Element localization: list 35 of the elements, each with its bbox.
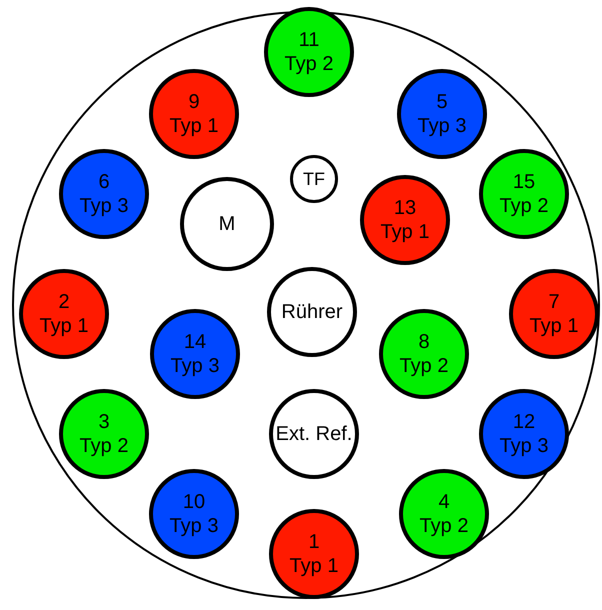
- port-number: 2: [58, 290, 70, 314]
- port-number: 3: [98, 410, 110, 434]
- type-label: Typ 3: [418, 114, 466, 138]
- type-label: Typ 1: [380, 220, 430, 244]
- type-label: Typ 2: [420, 514, 468, 538]
- port-number: 1: [308, 530, 320, 554]
- port-number: 7: [548, 290, 560, 314]
- type-label: Typ 1: [40, 314, 88, 338]
- port-circle: [290, 155, 338, 203]
- port-number: 9: [188, 90, 200, 114]
- type-label: Typ 2: [284, 52, 334, 76]
- port-label: M: [218, 212, 236, 236]
- type-label: Typ 3: [170, 514, 218, 538]
- type-label: Typ 2: [400, 354, 448, 378]
- port-number: 12: [512, 410, 536, 434]
- port-label: Ext. Ref.: [276, 422, 352, 446]
- type-label: Typ 2: [80, 434, 128, 458]
- port-number: 15: [512, 170, 536, 194]
- type-label: Typ 3: [80, 194, 128, 218]
- type-label: Typ 2: [500, 194, 548, 218]
- port-number: 4: [438, 490, 450, 514]
- port-number: 10: [182, 490, 206, 514]
- type-label: Typ 1: [530, 314, 578, 338]
- type-label: Typ 1: [290, 554, 338, 578]
- type-label: Typ 3: [500, 434, 548, 458]
- port-number: 13: [394, 196, 416, 220]
- type-label: Typ 3: [170, 354, 220, 378]
- type-label: Typ 1: [170, 114, 218, 138]
- port-number: 14: [184, 330, 206, 354]
- port-number: 11: [298, 28, 320, 52]
- port-number: 6: [98, 170, 110, 194]
- port-number: 5: [436, 90, 448, 114]
- port-label: Rührer: [281, 300, 343, 324]
- port-number: 8: [418, 330, 430, 354]
- port-label: TF: [303, 168, 325, 191]
